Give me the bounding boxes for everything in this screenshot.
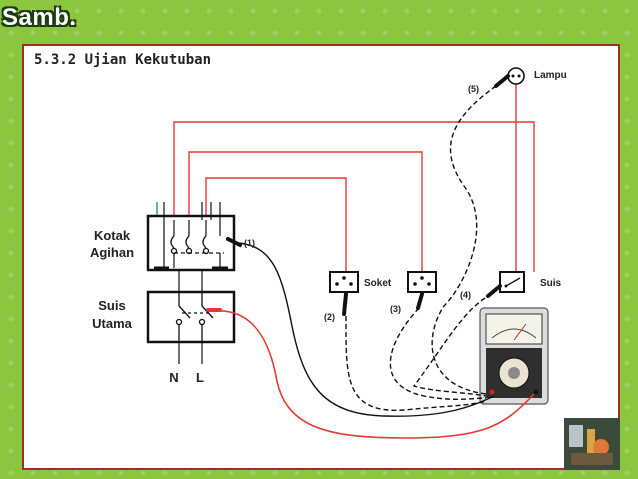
wire-lamp-loop [173, 121, 535, 272]
polarity-test-diagram: Kotak Agihan Suis Utama N L [90, 67, 567, 439]
switch-label: Suis [540, 278, 562, 289]
slide-panel: 5.3.2 Ujian Kekutuban [22, 44, 620, 470]
main-switch-label-1: Suis [98, 298, 125, 313]
corner-photo-thumbnail [564, 418, 620, 470]
lead-red [213, 310, 535, 439]
light-switch [499, 271, 525, 293]
probe-label-2: (2) [324, 312, 335, 322]
socket-1 [329, 271, 359, 293]
lead-2 [345, 315, 487, 411]
section-title: 5.3.2 Ujian Kekutuban [34, 52, 212, 68]
probe-label-5: (5) [468, 84, 479, 94]
supply-neutral-label: N [169, 370, 178, 385]
wire-socket2-loop [188, 151, 423, 272]
multimeter [479, 307, 549, 405]
supply-live-label: L [196, 370, 204, 385]
test-leads-dashed [345, 85, 497, 411]
probe-tips [206, 74, 510, 316]
probe-label-1: (1) [244, 238, 255, 248]
lead-5 [431, 85, 497, 395]
lamp-label: Lampu [534, 70, 567, 81]
main-switch-label-2: Utama [92, 316, 133, 331]
distribution-box-label-1: Kotak [94, 228, 131, 243]
lead-1 [237, 242, 495, 417]
lead-4 [412, 293, 493, 397]
wire-socket1-loop [205, 177, 347, 272]
socket-2 [407, 271, 437, 293]
header-title: Samb. [2, 4, 77, 31]
lead-3 [389, 307, 487, 400]
red-wiring [173, 84, 535, 272]
socket-label: Soket [364, 278, 392, 289]
probe-label-4: (4) [460, 290, 471, 300]
probe-label-3: (3) [390, 304, 401, 314]
lamp [507, 67, 525, 85]
distribution-box [146, 202, 236, 272]
distribution-box-label-2: Agihan [90, 245, 134, 260]
main-switch [146, 270, 236, 364]
